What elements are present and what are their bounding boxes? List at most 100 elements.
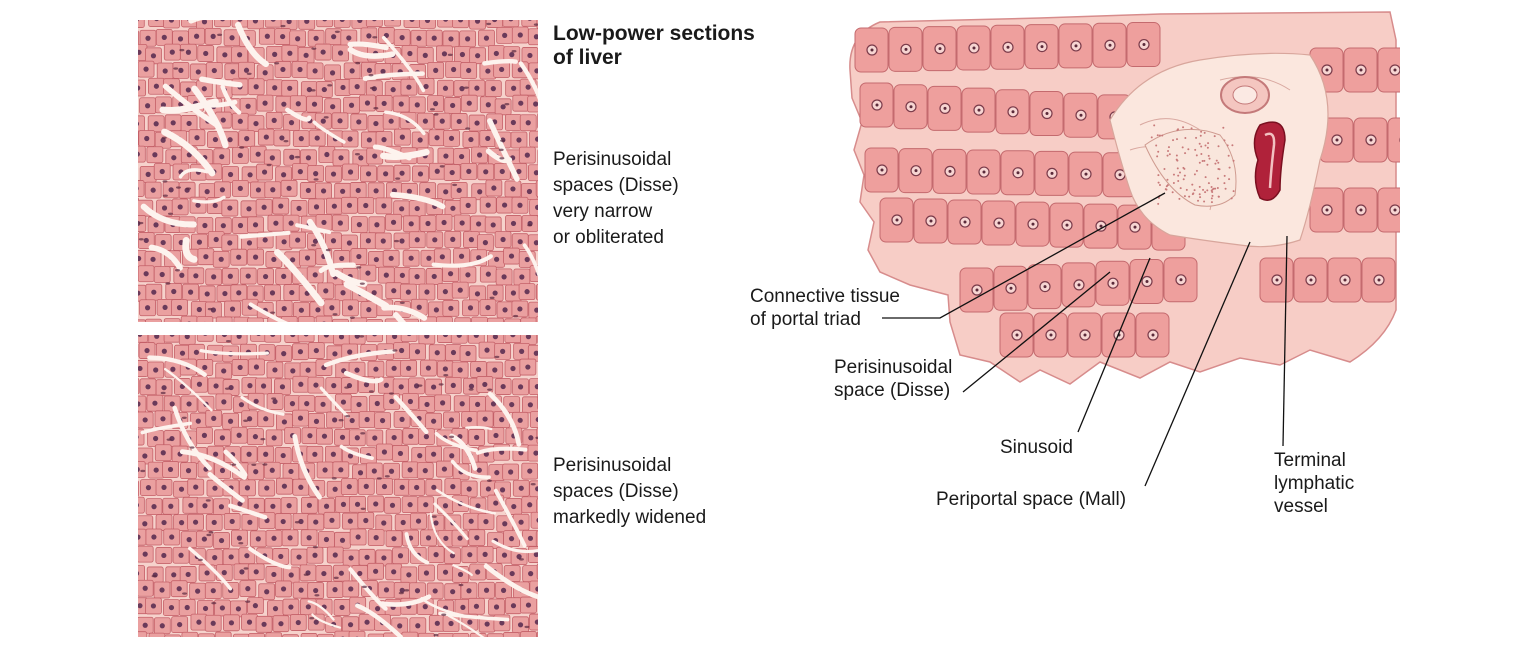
endothelial-nucleus [294, 521, 300, 524]
nucleus [354, 84, 360, 90]
nucleus [169, 401, 175, 407]
nucleus [466, 67, 472, 74]
hepatocyte [535, 530, 538, 548]
hepatocyte [215, 316, 233, 322]
nucleus [296, 554, 302, 560]
nucleus [501, 274, 507, 280]
nucleus [460, 604, 466, 610]
dot [1182, 126, 1185, 129]
nucleolus [977, 108, 981, 112]
nucleus [483, 451, 489, 457]
hepatocyte [529, 130, 538, 148]
nucleus [389, 398, 395, 404]
endothelial-nucleus [355, 61, 361, 65]
nucleus [363, 517, 369, 524]
nucleus [264, 589, 270, 595]
nucleolus [1065, 223, 1069, 227]
nucleus [253, 398, 259, 404]
sinusoid [239, 230, 291, 239]
nucleus [272, 606, 279, 612]
nucleus [168, 503, 174, 509]
nucleus [465, 272, 471, 278]
nucleus [313, 347, 319, 354]
nucleus [313, 418, 320, 424]
hepatocyte [163, 20, 180, 29]
nucleus [178, 552, 184, 558]
endothelial-nucleus [486, 22, 492, 26]
sinusoid [483, 563, 538, 600]
nucleus [153, 83, 160, 89]
hepatocyte [348, 630, 366, 637]
nucleus [219, 467, 226, 474]
nucleus [535, 204, 538, 210]
nucleus [364, 100, 371, 106]
nucleus [399, 206, 405, 212]
endothelial-nucleus [395, 177, 401, 180]
nucleus [307, 433, 313, 439]
nucleus [255, 536, 261, 542]
nucleus [518, 450, 524, 456]
nucleus [527, 535, 534, 541]
nucleus [448, 417, 455, 423]
hepatocyte [530, 511, 538, 529]
nucleolus [1016, 171, 1020, 175]
nucleus [193, 349, 200, 355]
nucleus [153, 435, 159, 442]
dot [1184, 136, 1187, 139]
nucleus [313, 382, 319, 388]
nucleus [271, 535, 277, 541]
nucleus [482, 416, 488, 422]
nucleus [366, 137, 372, 143]
nucleus [279, 135, 285, 141]
caption-narrow-spaces: Perisinusoidal spaces (Disse) very narro… [553, 149, 679, 248]
nucleus [383, 587, 390, 593]
endothelial-nucleus [182, 592, 188, 595]
nucleus [524, 289, 530, 295]
nucleus [490, 401, 497, 407]
nucleus [434, 350, 440, 356]
nucleus [533, 240, 538, 246]
nucleus [246, 619, 253, 625]
nucleus [160, 239, 166, 246]
nucleus [425, 535, 432, 541]
nucleus [372, 153, 378, 159]
dot [1191, 183, 1194, 186]
nucleus [272, 367, 278, 373]
nucleus [379, 417, 386, 424]
nucleus [340, 501, 347, 507]
dot [1212, 187, 1215, 190]
endothelial-nucleus [246, 72, 252, 75]
nucleus [278, 203, 284, 209]
hepatocyte [196, 316, 214, 322]
nucleus [159, 623, 165, 629]
sinusoid [434, 431, 478, 453]
sinusoid [323, 349, 396, 368]
nucleolus [1151, 333, 1155, 337]
endothelial-nucleus [349, 316, 355, 319]
nucleus [399, 34, 405, 41]
nucleus [346, 484, 352, 490]
nucleus [413, 383, 420, 389]
nucleus [280, 518, 286, 525]
nucleus [304, 20, 310, 24]
nucleus [280, 33, 286, 40]
sinusoid [343, 281, 390, 310]
nucleus [525, 84, 531, 90]
dot [1207, 154, 1210, 157]
nucleus [355, 534, 361, 540]
nucleus [287, 85, 293, 91]
nucleus [229, 306, 236, 312]
dot [1200, 145, 1203, 148]
nucleus [237, 152, 243, 158]
nucleus [298, 484, 304, 490]
sinusoid-spaces [140, 20, 538, 322]
nucleus [288, 220, 294, 226]
nucleus [204, 189, 210, 195]
nucleus [408, 255, 414, 261]
nucleus [502, 521, 508, 527]
nucleolus [1043, 285, 1047, 289]
hepatocyte [384, 20, 402, 27]
nucleus [273, 220, 279, 226]
nucleolus [1084, 172, 1088, 176]
nucleus [204, 570, 210, 576]
